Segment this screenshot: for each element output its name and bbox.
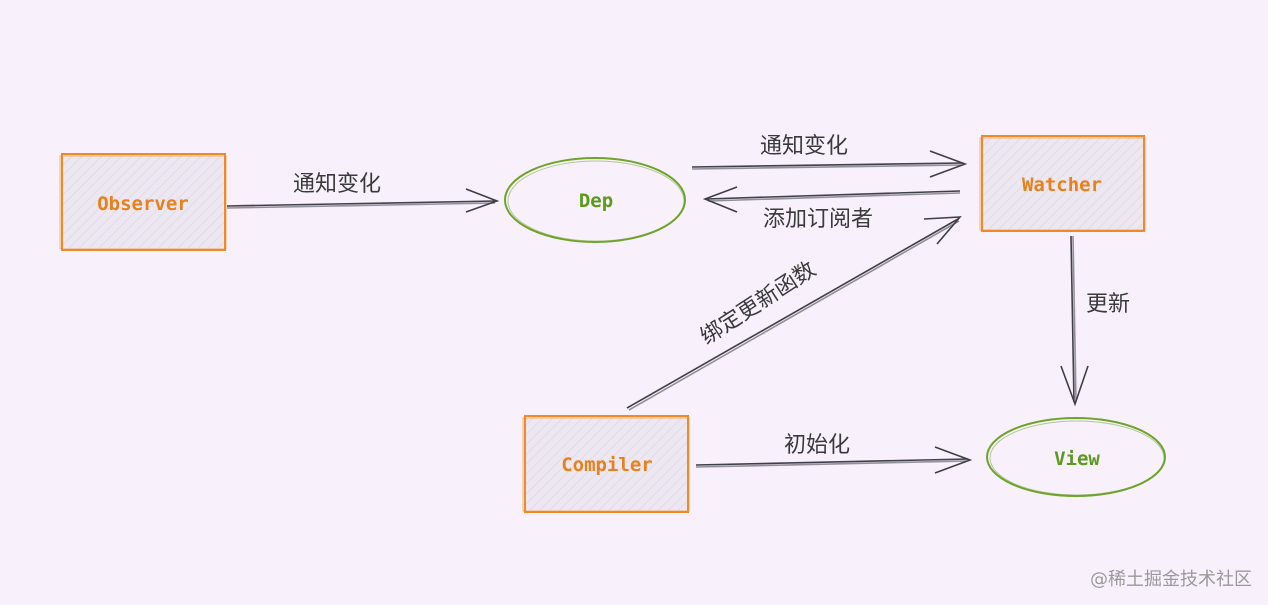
edge-label-observer-to-dep: 通知变化	[293, 172, 381, 197]
edge-label-dep-to-watcher: 通知变化	[760, 134, 848, 159]
edge-label-watcher-to-dep: 添加订阅者	[763, 207, 873, 232]
arrow-watcher-to-dep	[702, 186, 961, 213]
view-label: View	[1054, 448, 1100, 470]
arrow-observer-to-dep	[226, 188, 500, 213]
watermark: @稀土掘金技术社区	[1090, 569, 1252, 590]
watcher-label: Watcher	[1022, 174, 1102, 196]
arrow-compiler-to-view	[695, 446, 973, 474]
observer-node: Observer	[59, 153, 227, 251]
compiler-node: Compiler	[522, 415, 690, 513]
dep-node: Dep	[504, 157, 686, 243]
arrow-watcher-to-view	[1060, 235, 1089, 407]
arrow-dep-to-watcher	[691, 150, 968, 178]
view-node: View	[986, 417, 1166, 497]
observer-label: Observer	[97, 193, 189, 215]
watcher-node: Watcher	[979, 135, 1146, 232]
dep-label: Dep	[579, 190, 613, 212]
edge-label-compiler-to-view: 初始化	[784, 433, 850, 458]
edge-label-watcher-to-view: 更新	[1086, 292, 1130, 317]
arrow-compiler-to-watcher	[626, 216, 962, 411]
compiler-label: Compiler	[561, 454, 653, 476]
